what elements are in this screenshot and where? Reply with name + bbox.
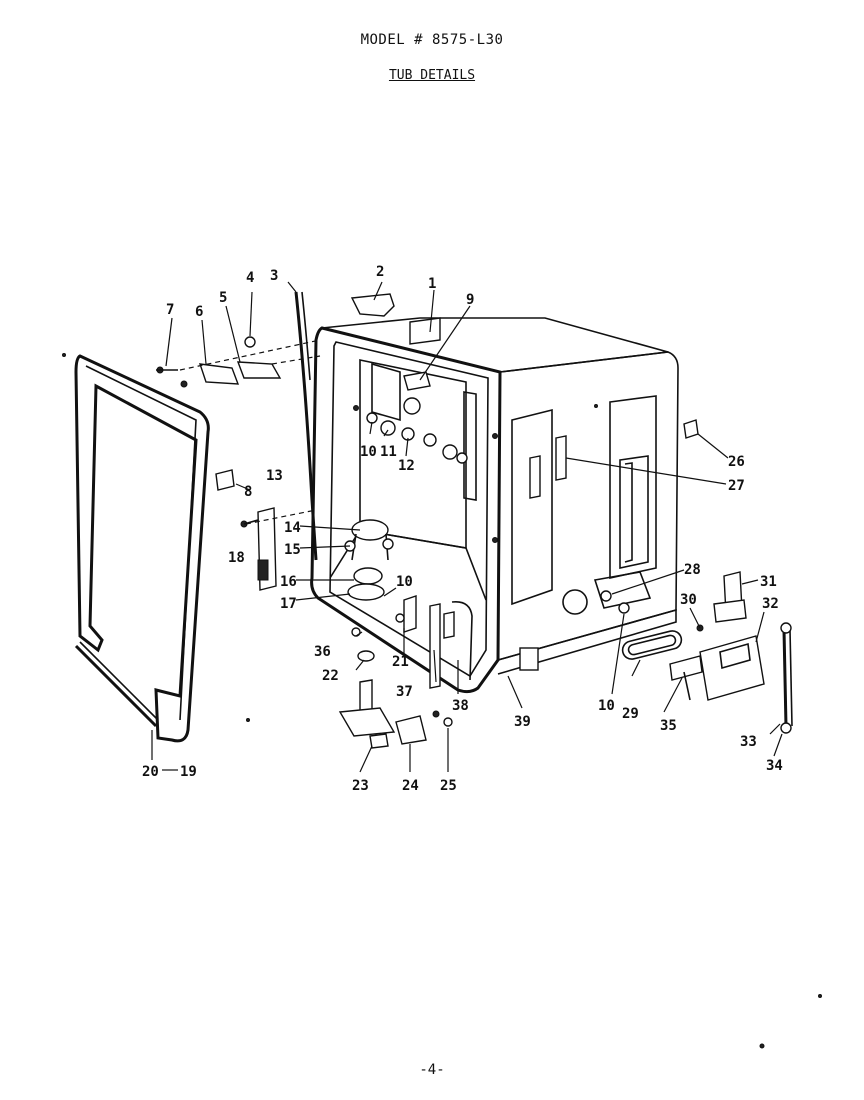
callout-11: 11 [380, 444, 397, 460]
model-number: MODEL # 8575-L30 [360, 32, 504, 48]
callout-20: 20 [142, 764, 159, 780]
callout-35: 35 [660, 718, 677, 734]
inner-hardware [294, 291, 473, 689]
callout-17: 17 [280, 596, 297, 612]
print-specks [62, 353, 822, 1049]
page-number: -4- [419, 1062, 445, 1078]
callout-18: 18 [228, 550, 245, 566]
callout-6: 6 [195, 304, 203, 320]
callout-28: 28 [684, 562, 701, 578]
callout-1: 1 [428, 276, 436, 292]
callout-23: 23 [352, 778, 369, 794]
callout-8: 8 [244, 484, 252, 500]
right-side-parts [529, 419, 793, 734]
callout-12: 12 [398, 458, 415, 474]
callout-5: 5 [219, 290, 227, 306]
callout-27: 27 [728, 478, 745, 494]
leader-lines [151, 281, 783, 773]
callout-33: 33 [740, 734, 757, 750]
callout-9: 9 [466, 292, 474, 308]
lower-hinge-parts [338, 627, 453, 749]
callout-30: 30 [680, 592, 697, 608]
callout-38: 38 [452, 698, 469, 714]
callout-numbers: 1 2 3 4 5 6 7 8 9 10 11 12 13 14 15 16 1… [142, 264, 783, 794]
callout-31: 31 [760, 574, 777, 590]
callout-2: 2 [376, 264, 384, 280]
callout-3: 3 [270, 268, 278, 284]
callout-10-upper: 10 [360, 444, 377, 460]
callout-24: 24 [402, 778, 419, 794]
callout-7: 7 [166, 302, 174, 318]
callout-13: 13 [266, 468, 283, 484]
callout-15: 15 [284, 542, 301, 558]
tub-cabinet [310, 317, 679, 694]
callout-10-lower: 10 [598, 698, 615, 714]
callout-39: 39 [514, 714, 531, 730]
door-gasket [74, 354, 235, 743]
callout-29: 29 [622, 706, 639, 722]
callout-26: 26 [728, 454, 745, 470]
callout-16: 16 [280, 574, 297, 590]
callout-14: 14 [284, 520, 301, 536]
callout-21: 21 [392, 654, 409, 670]
callout-19: 19 [180, 764, 197, 780]
callout-25: 25 [440, 778, 457, 794]
callout-37: 37 [396, 684, 413, 700]
diagram-title: TUB DETAILS [388, 68, 476, 83]
callout-4: 4 [246, 270, 254, 286]
callout-32: 32 [762, 596, 779, 612]
callout-34: 34 [766, 758, 783, 774]
callout-22: 22 [322, 668, 339, 684]
callout-36: 36 [314, 644, 331, 660]
callout-10-middle: 10 [396, 574, 413, 590]
